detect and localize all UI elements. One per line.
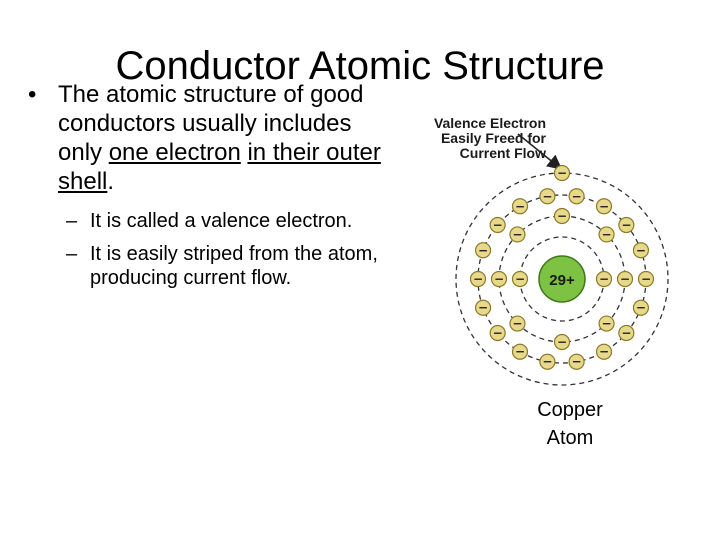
electron: − — [553, 333, 571, 351]
electron: − — [474, 242, 492, 259]
electron: − — [598, 315, 615, 332]
bullet-text-period: . — [107, 168, 115, 195]
svg-text:−: − — [572, 355, 582, 369]
electron: − — [618, 324, 635, 342]
main-bullet-text: The atomic structure of good conductors … — [58, 80, 388, 196]
electron: − — [595, 343, 613, 360]
electron: − — [568, 188, 585, 205]
electron: − — [509, 226, 526, 243]
svg-text:−: − — [599, 199, 609, 213]
nucleus — [538, 255, 586, 303]
valence-electron-label: Valence Electron Easily Freed for Curren… — [396, 116, 546, 161]
svg-text:−: − — [493, 326, 503, 340]
svg-text:−: − — [478, 243, 488, 257]
sub-bullet-marker: – — [66, 210, 78, 232]
svg-text:−: − — [602, 317, 612, 331]
bullet-text-part: The atomic structure of good conductors … — [58, 81, 364, 166]
svg-text:−: − — [620, 272, 630, 286]
electron: − — [595, 270, 613, 288]
valence-label-line: Current Flow — [459, 145, 546, 161]
svg-text:−: − — [602, 227, 612, 241]
valence-arrow — [517, 133, 563, 170]
nucleus-label: 29+ — [549, 272, 575, 289]
svg-text:−: − — [557, 335, 567, 349]
valence-label-line: Valence Electron — [433, 115, 546, 131]
electron: − — [598, 226, 615, 243]
electron: − — [509, 315, 526, 332]
caption-line: Atom — [546, 427, 594, 449]
svg-text:−: − — [512, 227, 522, 241]
electron: − — [553, 164, 571, 182]
main-bullet: • The atomic structure of good conductor… — [28, 80, 388, 196]
svg-text:−: − — [515, 345, 525, 359]
valence-label-line: Easily Freed for — [440, 130, 546, 146]
electron: − — [616, 270, 634, 288]
svg-text:−: − — [572, 189, 582, 203]
electron: − — [632, 242, 650, 259]
electron: − — [637, 270, 655, 288]
svg-text:−: − — [557, 166, 567, 180]
svg-text:−: − — [494, 272, 504, 286]
electron: − — [595, 198, 613, 215]
svg-text:−: − — [636, 301, 646, 315]
svg-text:−: − — [515, 272, 525, 286]
electron: − — [469, 270, 487, 288]
sub-bullet: – It is called a valence electron. — [66, 209, 396, 233]
electron: − — [511, 270, 529, 288]
svg-text:−: − — [478, 301, 488, 315]
bullet-marker: • — [28, 81, 37, 108]
sub-bullet-text: It is easily striped from the atom, prod… — [90, 243, 378, 289]
svg-text:−: − — [557, 209, 567, 223]
svg-text:−: − — [473, 272, 483, 286]
electron: − — [474, 299, 492, 316]
svg-text:−: − — [542, 189, 552, 203]
sub-bullet: – It is easily striped from the atom, pr… — [66, 242, 396, 290]
slide-title: Conductor Atomic Structure — [115, 44, 605, 88]
svg-text:−: − — [515, 199, 525, 213]
svg-text:−: − — [599, 272, 609, 286]
atom-caption: Copper Atom — [520, 396, 620, 452]
sub-bullet-marker: – — [66, 243, 78, 265]
electrons: −−−−−−−−−−−−−−−−−−−−−−−−−−−−− — [469, 164, 655, 370]
svg-text:−: − — [512, 317, 522, 331]
svg-text:−: − — [636, 243, 646, 257]
svg-text:−: − — [599, 345, 609, 359]
underlined-one-electron: one electron — [108, 139, 241, 166]
caption-line: Copper — [537, 399, 603, 421]
electron: − — [568, 353, 585, 370]
electron: − — [489, 324, 506, 342]
electron: − — [632, 299, 650, 316]
electron: − — [618, 216, 635, 234]
svg-text:−: − — [542, 355, 552, 369]
svg-text:−: − — [641, 272, 651, 286]
sub-bullet-text: It is called a valence electron. — [90, 210, 353, 232]
electron: − — [489, 216, 506, 234]
svg-text:−: − — [493, 218, 503, 232]
underlined-outer-shell: in their outer shell — [58, 139, 381, 195]
electron: − — [511, 198, 529, 215]
electron: − — [490, 270, 508, 288]
electron: − — [539, 188, 556, 205]
copper-atom-diagram: 29+ −−−−−−−−−−−−−−−−−−−−−−−−−−−−− — [455, 133, 669, 386]
svg-text:−: − — [621, 218, 631, 232]
electron: − — [539, 353, 556, 370]
electron: − — [553, 207, 571, 225]
electron: − — [511, 343, 529, 360]
svg-text:−: − — [621, 326, 631, 340]
